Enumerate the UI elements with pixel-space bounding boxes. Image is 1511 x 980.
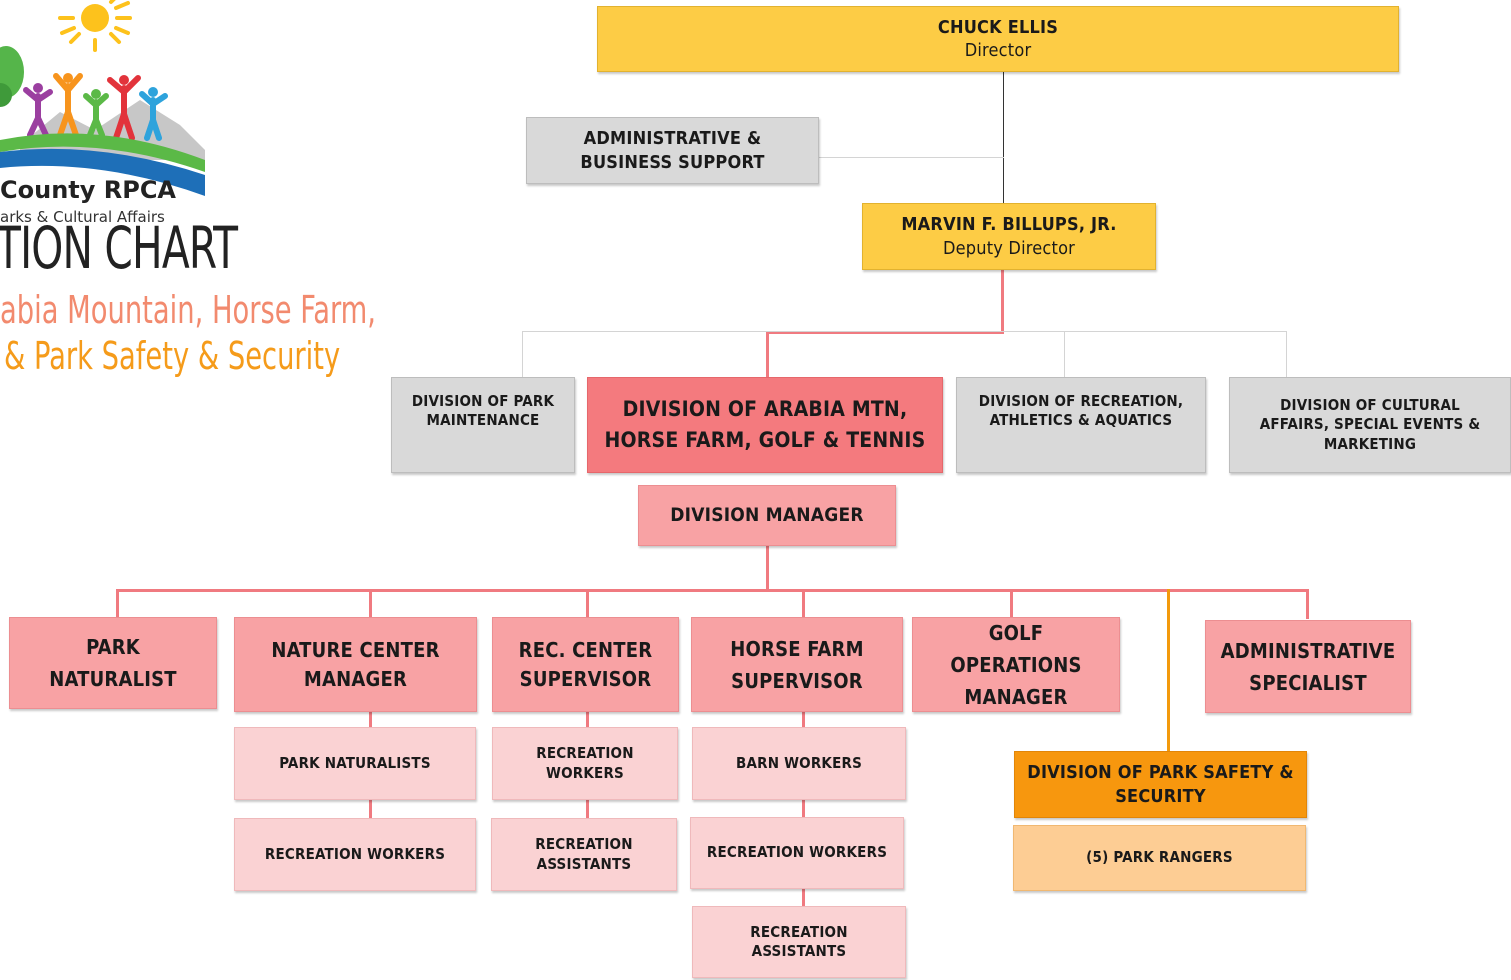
division-recreation: DIVISION OF RECREATION, ATHLETICS & AQUA…: [956, 377, 1206, 473]
unit-golf-operations-manager: GOLF OPERATIONS MANAGER: [912, 617, 1120, 712]
unit-horse-farm-supervisor-label: HORSE FARM SUPERVISOR: [730, 636, 864, 693]
connector-line: [1306, 589, 1309, 619]
staff-rec-center-recreation-assistants: RECREATION ASSISTANTS: [491, 818, 677, 891]
connector-line: [586, 589, 589, 617]
connector-line: [1286, 331, 1287, 378]
page-title: TION CHART: [0, 214, 238, 282]
staff-rec-center-recreation-workers-label: RECREATION WORKERS: [536, 744, 634, 782]
logo-dept-name: arks & Cultural Affairs: [0, 208, 165, 226]
logo-swoosh-blue: [0, 148, 205, 196]
division-park-safety-security-label: DIVISION OF PARK SAFETY & SECURITY: [1027, 762, 1294, 807]
staff-barn-workers-label: BARN WORKERS: [735, 753, 863, 772]
staff-horse-farm-recreation-assistants-label: RECREATION ASSISTANTS: [750, 922, 848, 961]
unit-nature-center-manager: NATURE CENTER MANAGER: [234, 617, 477, 712]
connector-line: [1001, 270, 1004, 333]
unit-park-naturalist: PARK NATURALIST: [9, 617, 217, 709]
tree-icon: [0, 46, 24, 107]
deputy-director-title: Deputy Director: [942, 237, 1076, 259]
unit-golf-operations-manager-label: GOLF OPERATIONS MANAGER: [950, 620, 1082, 709]
division-cultural-affairs: DIVISION OF CULTURAL AFFAIRS, SPECIAL EV…: [1229, 377, 1511, 473]
logo-org-name: County RPCA: [0, 176, 177, 204]
connector-line: [369, 589, 372, 617]
staff-nature-center-recreation-workers: RECREATION WORKERS: [234, 818, 476, 891]
admin-business-support-box: ADMINISTRATIVE & BUSINESS SUPPORT: [526, 117, 819, 184]
sun-icon: [58, 0, 132, 52]
division-recreation-label: DIVISION OF RECREATION, ATHLETICS & AQUA…: [978, 391, 1184, 430]
staff-horse-farm-recreation-workers-label: RECREATION WORKERS: [706, 843, 888, 862]
division-manager-label: DIVISION MANAGER: [670, 504, 864, 527]
staff-horse-farm-recreation-workers: RECREATION WORKERS: [690, 817, 904, 889]
staff-rec-center-recreation-assistants-label: RECREATION ASSISTANTS: [535, 835, 633, 873]
rpca-logo: [0, 0, 205, 196]
unit-horse-farm-supervisor: HORSE FARM SUPERVISOR: [691, 617, 903, 712]
staff-horse-farm-recreation-assistants: RECREATION ASSISTANTS: [692, 906, 906, 978]
division-park-maintenance: DIVISION OF PARK MAINTENANCE: [391, 377, 575, 473]
connector-line: [116, 589, 1309, 592]
connector-line: [766, 546, 769, 591]
staff-park-rangers-label: (5) PARK RANGERS: [1086, 848, 1233, 867]
connector-line: [1064, 331, 1065, 378]
staff-nature-center-recreation-workers-label: RECREATION WORKERS: [264, 844, 446, 863]
staff-park-naturalists-label: PARK NATURALISTS: [279, 753, 431, 772]
unit-rec-center-supervisor: REC. CENTER SUPERVISOR: [492, 617, 679, 712]
staff-park-naturalists: PARK NATURALISTS: [234, 727, 476, 800]
deputy-director-box: MARVIN F. BILLUPS, JR. Deputy Director: [862, 203, 1156, 270]
staff-park-rangers: (5) PARK RANGERS: [1013, 825, 1306, 891]
connector-line: [819, 157, 1004, 158]
division-arabia-mtn-label: DIVISION OF ARABIA MTN, HORSE FARM, GOLF…: [604, 396, 926, 453]
unit-administrative-specialist: ADMINISTRATIVE SPECIALIST: [1205, 620, 1411, 713]
connector-line: [1010, 589, 1013, 617]
division-park-safety-security: DIVISION OF PARK SAFETY & SECURITY: [1014, 751, 1307, 818]
connector-line: [522, 331, 523, 378]
division-manager-box: DIVISION MANAGER: [638, 485, 896, 546]
connector-line: [116, 589, 119, 617]
division-park-maintenance-label: DIVISION OF PARK MAINTENANCE: [411, 391, 555, 430]
connector-line: [522, 331, 1287, 332]
people-icon: [23, 73, 168, 141]
page-subtitle-line-1: abia Mountain, Horse Farm,: [0, 288, 376, 332]
unit-nature-center-manager-label: NATURE CENTER MANAGER: [271, 637, 440, 691]
staff-rec-center-recreation-workers: RECREATION WORKERS: [492, 727, 678, 800]
connector-line: [1167, 589, 1170, 751]
page-subtitle-line-2: & Park Safety & Security: [4, 334, 341, 378]
director-title: Director: [964, 40, 1032, 61]
connector-line: [766, 331, 769, 378]
logo-swoosh-green: [0, 133, 205, 172]
unit-park-naturalist-label: PARK NATURALIST: [49, 635, 177, 691]
connector-line: [766, 331, 1004, 334]
unit-rec-center-supervisor-label: REC. CENTER SUPERVISOR: [518, 637, 653, 691]
connector-line: [802, 712, 805, 906]
admin-business-support-label: ADMINISTRATIVE & BUSINESS SUPPORT: [580, 128, 765, 173]
connector-line: [1003, 72, 1004, 204]
deputy-director-name: MARVIN F. BILLUPS, JR.: [901, 214, 1117, 236]
director-box: CHUCK ELLIS Director: [597, 6, 1399, 72]
unit-administrative-specialist-label: ADMINISTRATIVE SPECIALIST: [1220, 638, 1396, 695]
staff-barn-workers: BARN WORKERS: [692, 727, 906, 800]
division-cultural-affairs-label: DIVISION OF CULTURAL AFFAIRS, SPECIAL EV…: [1259, 395, 1481, 453]
division-arabia-mtn: DIVISION OF ARABIA MTN, HORSE FARM, GOLF…: [587, 377, 943, 473]
connector-line: [802, 589, 805, 617]
director-name: CHUCK ELLIS: [937, 16, 1059, 38]
